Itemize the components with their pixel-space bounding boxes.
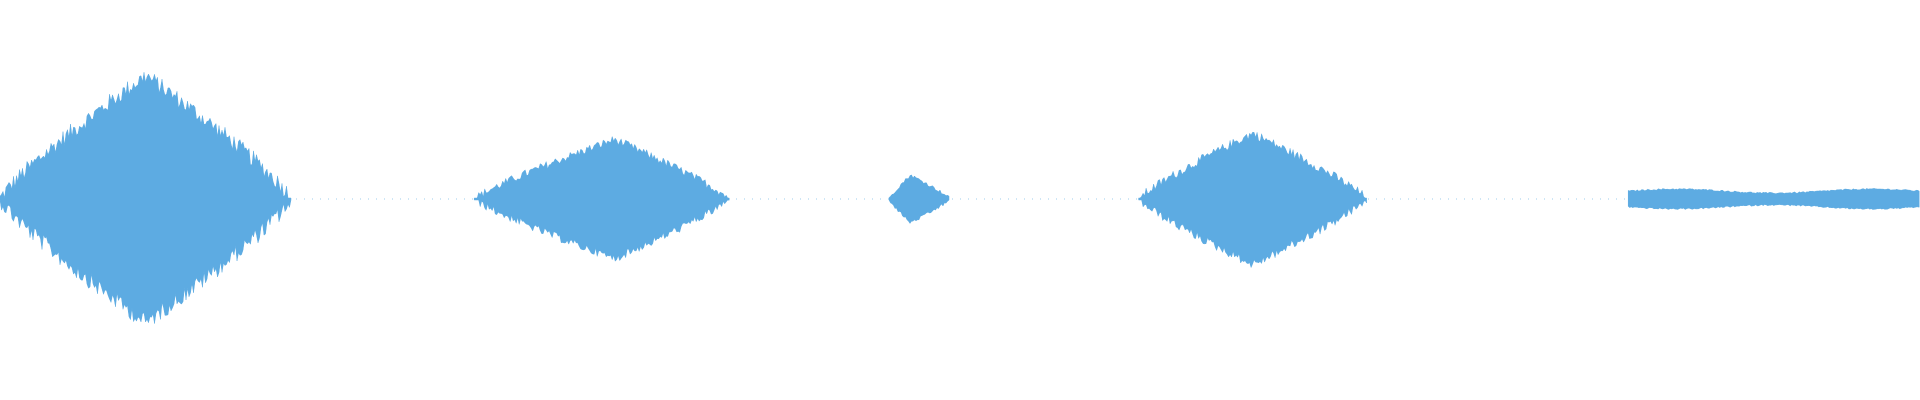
waveform-segment-4 xyxy=(1138,131,1367,269)
waveform-segment-3 xyxy=(888,174,950,224)
waveform-segment-2 xyxy=(473,135,730,262)
waveform-segments xyxy=(0,72,1920,324)
waveform-segment-1 xyxy=(0,72,292,324)
waveform-segment-5 xyxy=(1627,188,1920,210)
